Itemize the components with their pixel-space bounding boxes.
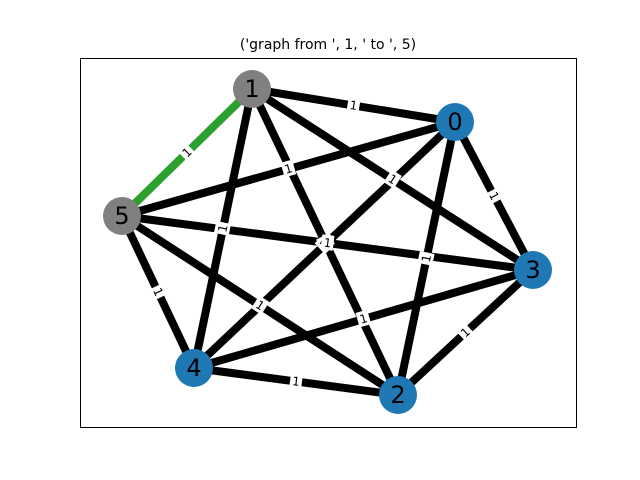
edge-label-bg xyxy=(383,169,402,189)
edge-weight: 1 xyxy=(283,161,294,177)
node-4: 4 xyxy=(175,349,213,387)
node-3: 3 xyxy=(514,251,552,289)
edge-label-3-5: 1 xyxy=(320,234,335,251)
edge-label-bg xyxy=(289,372,303,390)
edge-labels-layer: 111111111111111 xyxy=(149,96,504,390)
edge-label-0-3: 1 xyxy=(485,186,504,205)
nodes-layer: 0 1 2 3 4 5 xyxy=(103,70,552,414)
edge-label-bg xyxy=(280,159,297,178)
edge-label-bg xyxy=(177,142,197,162)
edge-weight: 1 xyxy=(419,253,434,263)
edge-label-4-5: 1 xyxy=(149,283,168,301)
edge-label-bg xyxy=(485,186,504,205)
node-label: 0 xyxy=(447,108,462,136)
edge-weight: 1 xyxy=(358,311,369,327)
edge-label-3-4: 1 xyxy=(355,309,372,328)
edge-weight: 1 xyxy=(349,98,359,113)
node-label: 5 xyxy=(114,202,129,230)
node-circle xyxy=(175,349,213,387)
node-circle xyxy=(233,70,271,108)
node-circle xyxy=(514,251,552,289)
edge-label-1-5: 1 xyxy=(177,142,197,162)
edge-label-1-0: 1 xyxy=(346,96,361,114)
axes-frame xyxy=(80,58,577,428)
graph-title: ('graph from ', 1, ' to ', 5) xyxy=(240,37,416,53)
node-0: 0 xyxy=(436,103,474,141)
node-label: 3 xyxy=(525,256,540,284)
edge-label-bg xyxy=(251,295,270,315)
edge-label-0-5: 1 xyxy=(280,159,297,178)
node-label: 4 xyxy=(186,354,201,382)
edge-label-bg xyxy=(320,234,335,251)
edge-label-2-5: 1 xyxy=(251,295,270,315)
edge-weight: 1 xyxy=(215,223,230,233)
edge-label-1-4: 1 xyxy=(213,220,232,236)
edge-label-bg xyxy=(149,283,168,301)
edge-label-bg xyxy=(417,250,435,266)
edge-label-1-3: 1 xyxy=(383,169,402,189)
edge-weight: 1 xyxy=(291,374,300,389)
edge-label-2-4: 1 xyxy=(289,372,303,390)
edge-label-bg xyxy=(346,96,361,114)
node-circle xyxy=(103,197,141,235)
node-label: 1 xyxy=(244,75,259,103)
node-2: 2 xyxy=(379,376,417,414)
node-circle xyxy=(379,376,417,414)
edge-label-2-3: 1 xyxy=(455,322,475,342)
node-1: 1 xyxy=(233,70,271,108)
edge-label-bg xyxy=(455,322,475,342)
edge-weight: 1 xyxy=(323,236,332,251)
edge-label-bg xyxy=(213,220,232,236)
edge-label-bg xyxy=(355,309,372,328)
node-5: 5 xyxy=(103,197,141,235)
node-label: 2 xyxy=(390,381,405,409)
node-circle xyxy=(436,103,474,141)
edge-label-0-2: 1 xyxy=(417,250,435,266)
